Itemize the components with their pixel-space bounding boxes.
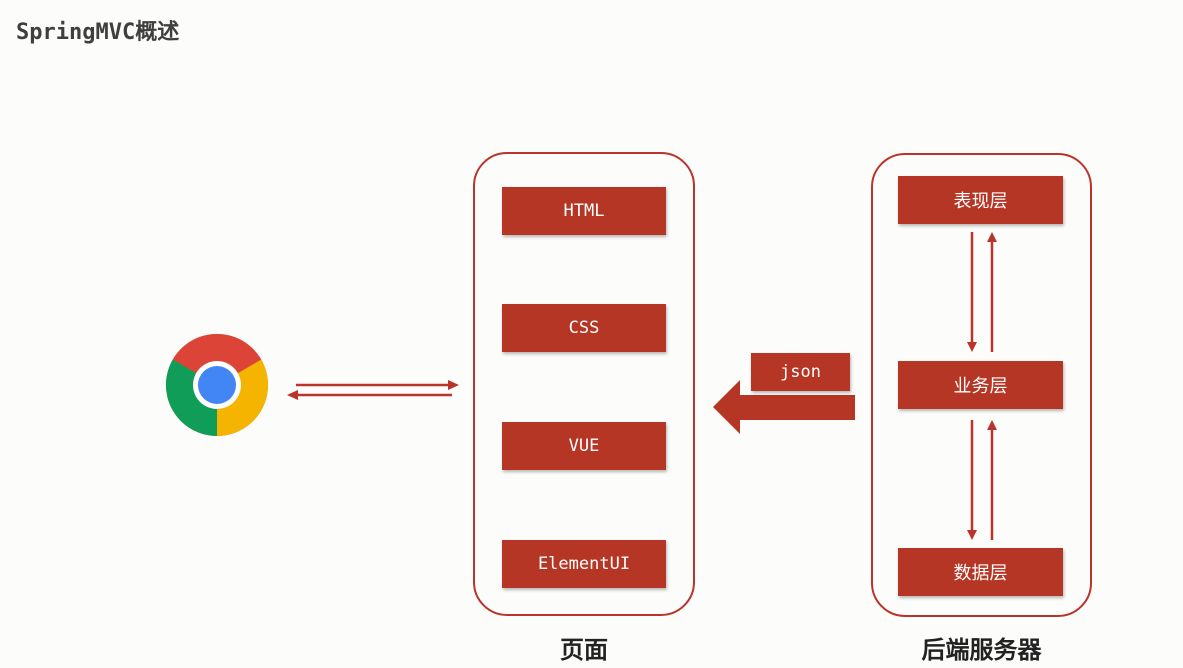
server-group-label: 后端服务器: [921, 636, 1042, 664]
page-item-elementui: ElementUI: [502, 540, 666, 588]
page-group: [473, 152, 695, 616]
presentation-to-business-arrow: [967, 232, 977, 352]
business-to-data-arrow: [967, 420, 977, 540]
page-item-html: HTML: [502, 187, 666, 235]
page-item-css: CSS: [502, 304, 666, 352]
page-group-label: 页面: [560, 636, 608, 664]
server-item-data-layer: 数据层: [898, 548, 1063, 596]
chrome-icon: [165, 333, 269, 436]
data-to-business-arrow: [987, 420, 997, 540]
json-response-arrow: [713, 380, 855, 434]
page-item-vue: VUE: [502, 422, 666, 470]
page-to-browser-arrow: [287, 390, 452, 400]
page-title: SpringMVC概述: [16, 20, 180, 45]
server-group: [871, 153, 1092, 617]
server-item-presentation-layer: 表现层: [898, 176, 1063, 224]
json-label: json: [751, 353, 850, 391]
server-item-business-layer: 业务层: [898, 361, 1063, 409]
business-to-presentation-arrow: [987, 232, 997, 352]
browser-to-page-arrow: [296, 380, 459, 390]
